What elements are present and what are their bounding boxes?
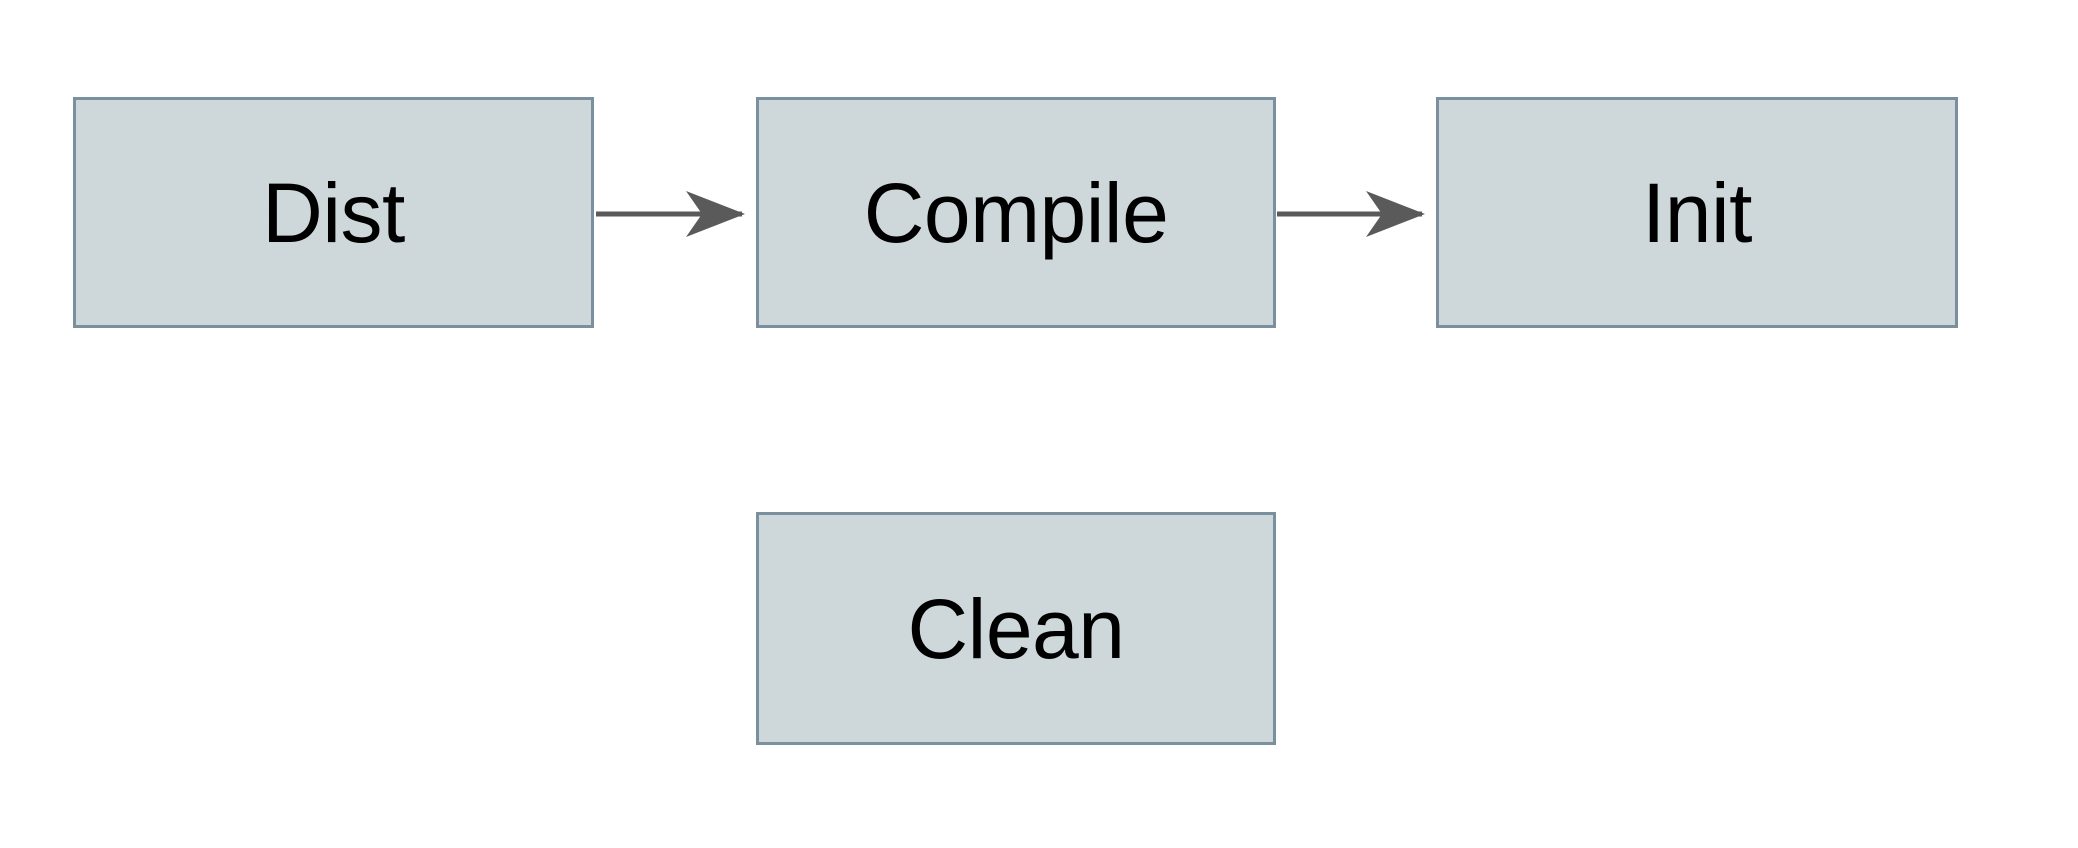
node-label-init: Init xyxy=(1641,165,1753,260)
node-compile[interactable]: Compile xyxy=(756,97,1276,328)
node-dist[interactable]: Dist xyxy=(73,97,594,328)
node-label-compile: Compile xyxy=(863,165,1169,260)
node-label-dist: Dist xyxy=(262,165,405,260)
node-init[interactable]: Init xyxy=(1436,97,1958,328)
node-label-clean: Clean xyxy=(907,581,1125,676)
node-clean[interactable]: Clean xyxy=(756,512,1276,745)
